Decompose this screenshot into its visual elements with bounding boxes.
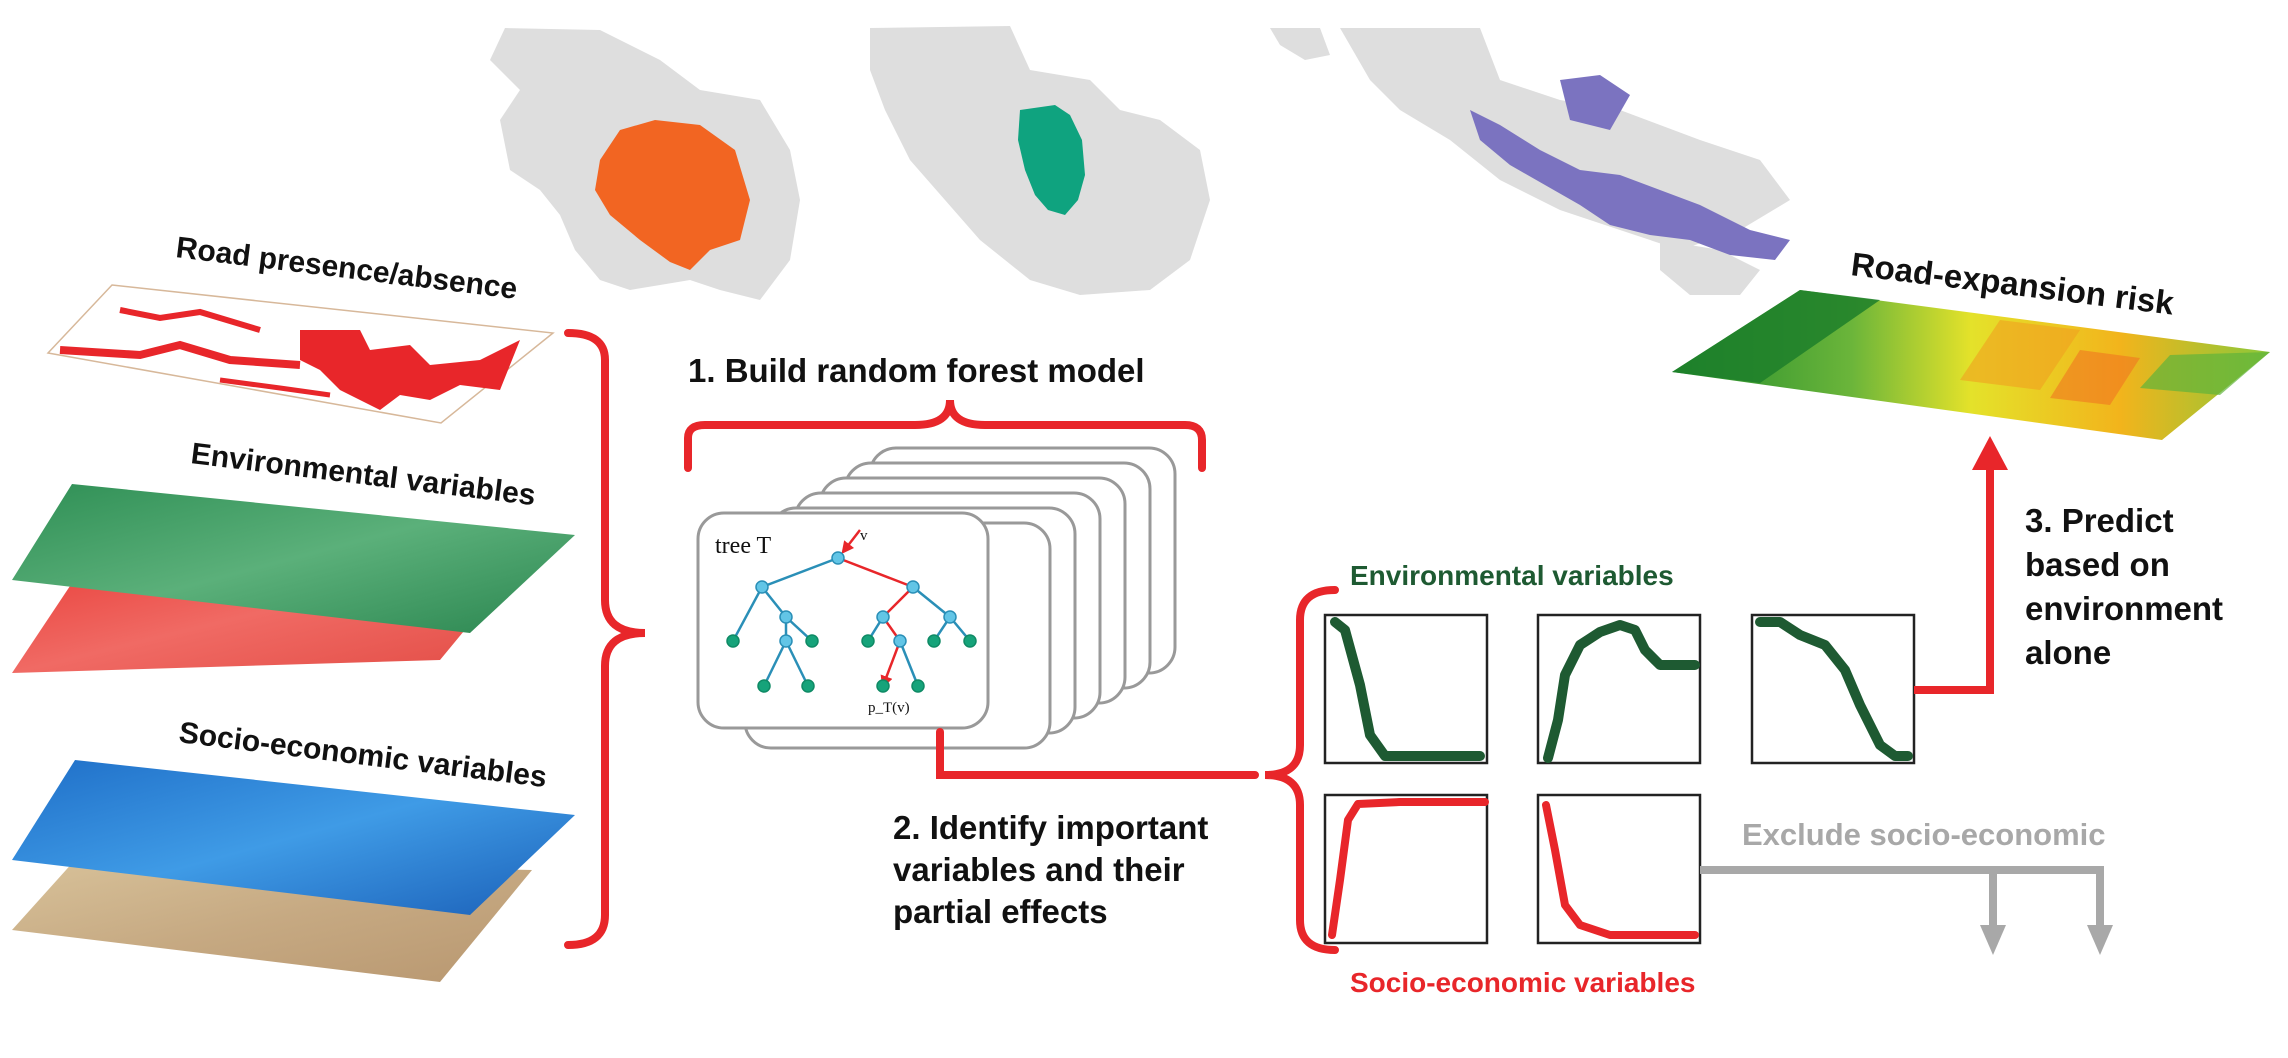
step1-label: 1. Build random forest model	[688, 352, 1145, 389]
borneo-region	[1560, 75, 1630, 130]
tree-input-label: v	[860, 528, 868, 544]
env-effect-plot-2	[1536, 613, 1702, 765]
env-layer-green	[12, 484, 575, 633]
socio-effect-plot-1	[1323, 793, 1489, 945]
step3-line1: 3. Predict	[2025, 502, 2174, 539]
exclude-label: Exclude socio-economic	[1742, 817, 2106, 852]
socio-layer-blue	[12, 760, 575, 915]
exclude-arrow-1	[1980, 925, 2006, 955]
indonesia-region	[1470, 110, 1790, 260]
env-effect-plot-3	[1750, 613, 1916, 765]
step2-line1: 2. Identify important	[893, 809, 1208, 846]
step3-line3: environment	[2025, 590, 2223, 627]
step2-line2: variables and their	[893, 851, 1185, 888]
env-layer-title: Environmental variables	[189, 437, 537, 512]
tree-stack: tree T v p_T(v)	[696, 446, 1177, 750]
exclude-line	[1700, 866, 2104, 925]
tree-output-label: p_T(v)	[868, 700, 910, 716]
env-effects-label: Environmental variables	[1350, 560, 1674, 591]
road-layer-title: Road presence/absence	[174, 231, 519, 306]
step2-line3: partial effects	[893, 893, 1108, 930]
forest-brace	[684, 399, 1206, 472]
road-layer	[46, 284, 555, 424]
input-layers: Road presence/absence Environmental vari…	[12, 231, 575, 982]
tree-label: tree T	[715, 533, 772, 559]
world-map	[490, 26, 1790, 300]
step3-line2: based on	[2025, 546, 2170, 583]
socio-effects-label: Socio-economic variables	[1350, 967, 1695, 998]
step3-label: 3. Predict based on environment alone	[2025, 502, 2223, 671]
socio-effect-plot-2	[1536, 793, 1702, 945]
predict-arrowhead	[1972, 436, 2008, 470]
australia-land	[1660, 240, 1760, 295]
risk-map	[1672, 290, 2270, 440]
step3-line4: alone	[2025, 634, 2111, 671]
env-effect-plot-1	[1323, 613, 1489, 765]
effects-brace	[1264, 586, 1339, 954]
layers-brace	[564, 329, 646, 949]
asia-land	[1340, 28, 1790, 250]
congo-region	[1018, 105, 1085, 215]
amazon-region	[595, 120, 750, 270]
tree-nodes	[726, 551, 977, 693]
step2-label: 2. Identify important variables and thei…	[893, 809, 1208, 930]
forest-to-effects-line	[936, 728, 1259, 779]
exclude-arrow-2	[2087, 925, 2113, 955]
island-land	[1270, 28, 1330, 60]
predict-line	[1914, 470, 1994, 694]
